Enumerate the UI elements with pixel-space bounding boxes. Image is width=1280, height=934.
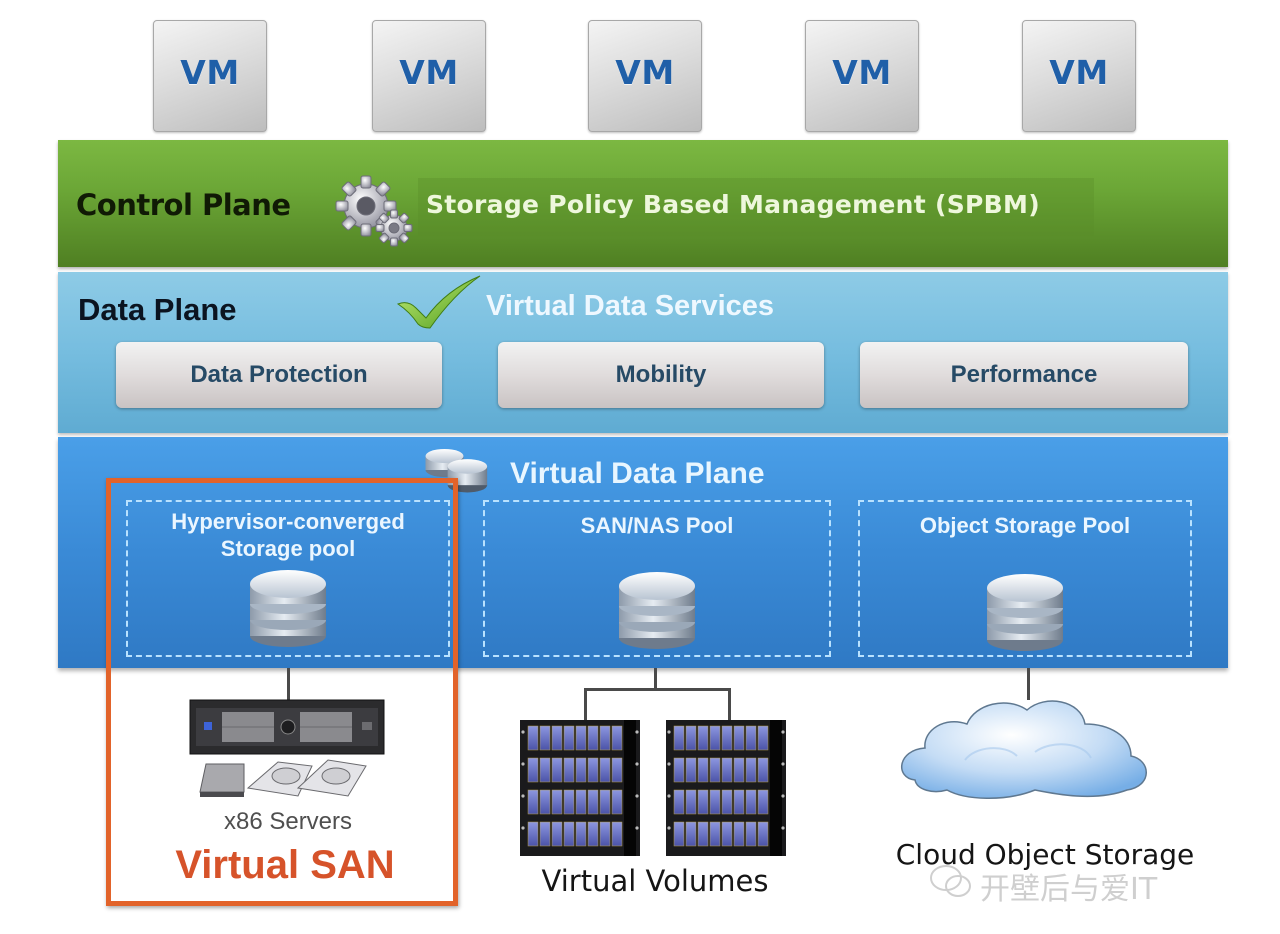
data-plane-layer: Data Plane Virtual Data Services Data Pr… xyxy=(58,272,1228,433)
vm-label: VM xyxy=(832,52,892,92)
service-label: Data Protection xyxy=(190,361,368,388)
virtual-data-services-title: Virtual Data Services xyxy=(486,290,775,322)
virtual-data-plane-title: Virtual Data Plane xyxy=(510,457,765,490)
connector-line xyxy=(654,668,657,690)
control-plane-title: Control Plane xyxy=(76,188,291,222)
pool-label-line2: Storage pool xyxy=(220,536,356,561)
x86-servers-caption: x86 Servers xyxy=(223,808,353,835)
connector-line xyxy=(584,688,587,722)
vm-box-2: VM xyxy=(372,20,486,132)
vm-box-4: VM xyxy=(805,20,919,132)
pool-san-nas: SAN/NAS Pool xyxy=(483,500,831,657)
database-stack-icon xyxy=(425,449,488,493)
vm-label: VM xyxy=(399,52,459,92)
vm-box-3: VM xyxy=(588,20,702,132)
connector-line xyxy=(1027,668,1030,700)
checkmark-icon xyxy=(396,275,481,329)
vm-label: VM xyxy=(615,52,675,92)
wechat-icon xyxy=(930,865,971,897)
virtual-san-highlight-frame xyxy=(106,478,458,906)
service-performance: Performance xyxy=(860,342,1188,408)
database-icon xyxy=(987,574,1063,651)
vm-box-5: VM xyxy=(1022,20,1136,132)
spbm-label: Storage Policy Based Management (SPBM) xyxy=(426,190,1040,219)
pool-object-storage: Object Storage Pool xyxy=(858,500,1192,657)
database-icon xyxy=(619,572,695,649)
server-with-disks-icon xyxy=(189,699,385,797)
vm-box-1: VM xyxy=(153,20,267,132)
watermark-text: 开壁后与爱IT xyxy=(980,872,1158,907)
virtual-volumes-caption: Virtual Volumes xyxy=(541,864,769,898)
connector-line xyxy=(584,688,730,691)
vm-label: VM xyxy=(180,52,240,92)
pool-label: SAN/NAS Pool xyxy=(580,513,734,538)
pool-label-line1: Hypervisor-converged xyxy=(171,509,405,534)
service-label: Performance xyxy=(950,361,1098,388)
vm-label: VM xyxy=(1049,52,1109,92)
storage-rack xyxy=(520,720,640,856)
pool-hypervisor-converged: Hypervisor-converged Storage pool xyxy=(126,500,450,657)
pool-label: Hypervisor-converged Storage pool xyxy=(128,508,448,562)
pool-label: Object Storage Pool xyxy=(919,513,1131,538)
service-mobility: Mobility xyxy=(498,342,824,408)
cloud-object-storage-caption: Cloud Object Storage xyxy=(895,838,1195,871)
service-data-protection: Data Protection xyxy=(116,342,442,408)
virtual-san-label: Virtual SAN xyxy=(175,843,395,887)
spbm-banner: Storage Policy Based Management (SPBM) xyxy=(418,178,1094,236)
connector-line xyxy=(728,688,731,722)
gears-icon xyxy=(335,175,413,247)
control-plane-layer: Control Plane Storage Policy Based Manag… xyxy=(58,140,1228,267)
cloud-icon xyxy=(900,700,1147,799)
service-label: Mobility xyxy=(615,361,707,388)
connector-line xyxy=(287,668,290,700)
watermark: 开壁后与爱IT xyxy=(928,862,1248,907)
data-plane-title: Data Plane xyxy=(78,292,237,327)
virtual-data-plane-layer: Virtual Data Plane Hypervisor-converged … xyxy=(58,437,1228,668)
storage-rack xyxy=(666,720,786,856)
storage-array-icon xyxy=(520,720,786,856)
